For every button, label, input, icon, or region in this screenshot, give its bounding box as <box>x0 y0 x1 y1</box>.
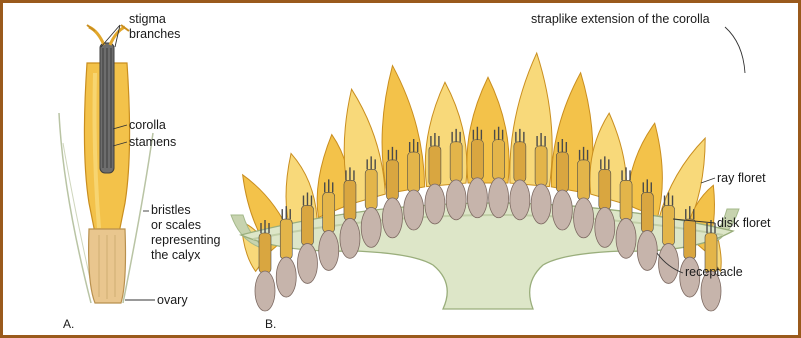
flower-illustration <box>3 3 798 335</box>
floret-tube <box>429 146 441 186</box>
floret-ovary <box>361 207 381 247</box>
flower-head-drawing <box>231 53 739 311</box>
ray-floret-label: ray floret <box>717 171 766 186</box>
receptacle-label: receptacle <box>685 265 743 280</box>
floret-ovary <box>319 230 339 270</box>
floret-tube <box>386 160 398 200</box>
floret-tube <box>344 180 356 220</box>
floret-tube <box>365 169 377 209</box>
calyx-label: bristles or scales representing the caly… <box>151 203 221 263</box>
floret-tube <box>408 152 420 192</box>
floret-tube <box>514 142 526 182</box>
floret-ovary <box>637 230 657 270</box>
floret-tube <box>450 142 462 182</box>
floret-ovary <box>616 218 636 258</box>
calyx-label-line1: bristles <box>151 203 221 218</box>
floret-tube <box>301 205 313 245</box>
floret-tube <box>323 192 335 232</box>
calyx-label-line2: or scales <box>151 218 221 233</box>
floret-tube <box>599 169 611 209</box>
floret-ovary <box>531 184 551 224</box>
floret-tube <box>620 180 632 220</box>
floret-tube <box>578 160 590 200</box>
floret-tube <box>556 152 568 192</box>
floret-ovary <box>255 271 275 311</box>
floret-ovary <box>425 184 445 224</box>
floret-ovary <box>595 207 615 247</box>
floret-ovary <box>467 178 487 218</box>
stamens-label: stamens <box>129 135 176 150</box>
floret-ovary <box>276 257 296 297</box>
floret-tube <box>259 233 271 273</box>
floret-ovary <box>340 218 360 258</box>
stigma-branches-label: stigma branches <box>129 12 180 42</box>
stigma-label-line2: branches <box>129 27 180 42</box>
floret-tube <box>663 205 675 245</box>
corolla-label: corolla <box>129 118 166 133</box>
floret-tube <box>493 140 505 180</box>
floret-tube <box>641 192 653 232</box>
panel-b-label: B. <box>265 317 276 331</box>
leader-strap <box>725 27 745 73</box>
calyx-label-line3: representing <box>151 233 221 248</box>
panel-a-label: A. <box>63 317 74 331</box>
floret-ovary <box>446 180 466 220</box>
leader-ray <box>701 178 715 183</box>
ovary-label: ovary <box>157 293 188 308</box>
disk-floret-label: disk floret <box>717 216 771 231</box>
floret-ovary <box>297 243 317 283</box>
floret-a-drawing <box>59 25 153 303</box>
floret-tube <box>280 219 292 259</box>
floret-ovary <box>552 190 572 230</box>
floret-tube <box>535 146 547 186</box>
calyx-label-line4: the calyx <box>151 248 221 263</box>
floret-tube <box>684 219 696 259</box>
floret-ovary <box>382 198 402 238</box>
floret-ovary <box>510 180 530 220</box>
floret-ovary <box>404 190 424 230</box>
floret-ovary <box>659 243 679 283</box>
strap-label: straplike extension of the corolla <box>531 12 710 27</box>
floret-ovary <box>574 198 594 238</box>
floret-ovary <box>489 178 509 218</box>
stigma-label-line1: stigma <box>129 12 180 27</box>
floret-tube <box>471 140 483 180</box>
